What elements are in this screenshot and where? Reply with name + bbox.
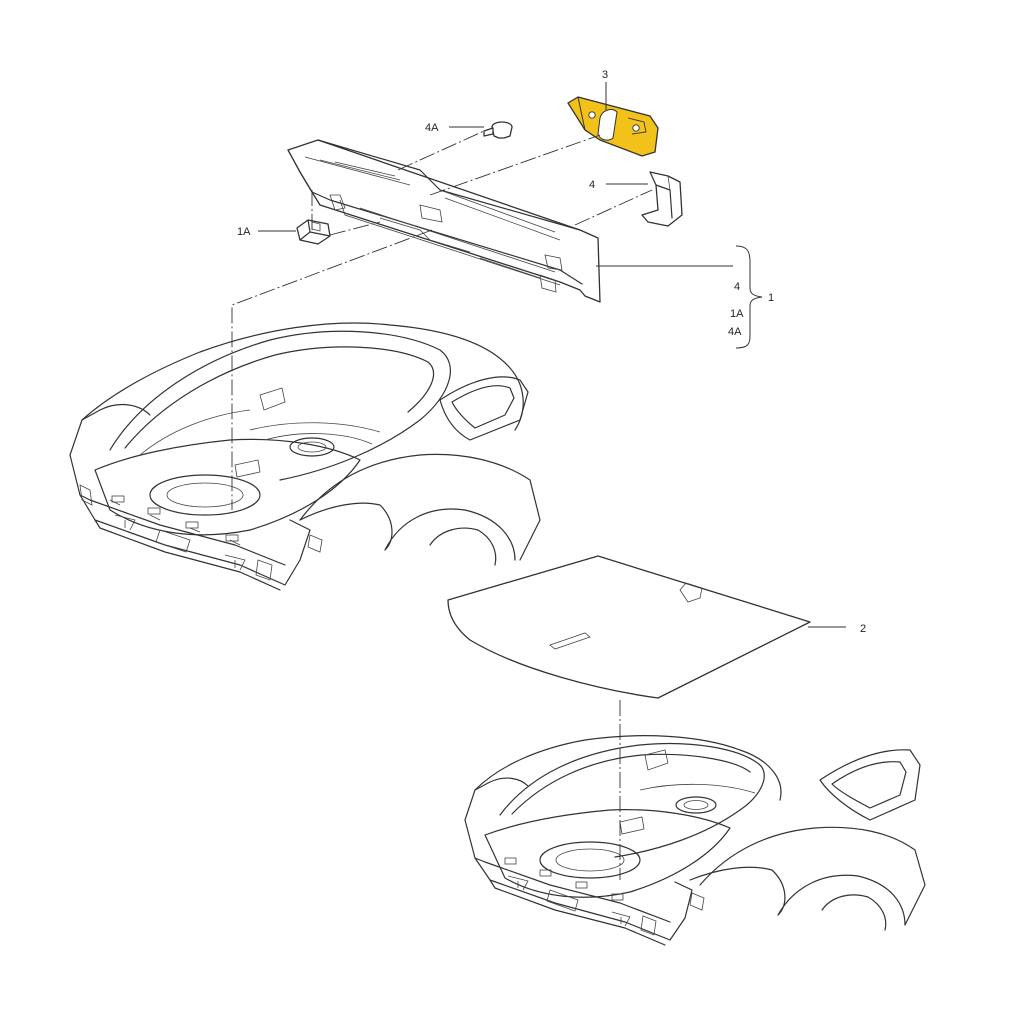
label-3: 3 xyxy=(602,69,608,81)
label-4-side: 4 xyxy=(734,281,740,293)
clip-part-1a xyxy=(296,219,331,245)
label-1: 1 xyxy=(768,292,774,304)
label-4a-side: 4A xyxy=(728,326,742,338)
car-body-top xyxy=(69,322,541,591)
bracket-part-4 xyxy=(641,171,683,227)
assembly-lines xyxy=(231,130,653,880)
leader-lines xyxy=(258,82,846,628)
label-2: 2 xyxy=(860,623,866,635)
rear-trim-panel xyxy=(287,139,601,303)
trunk-floor-cover xyxy=(447,555,811,699)
label-4-bracket: 4 xyxy=(589,179,595,191)
label-4a: 4A xyxy=(425,122,439,134)
callout-labels: 3 4A 4 1A 4 1 1A 4A 2 xyxy=(237,69,866,635)
label-1a-side: 1A xyxy=(730,308,744,320)
screw-part-4a xyxy=(483,121,513,139)
label-1a: 1A xyxy=(237,226,251,238)
car-body-bottom xyxy=(464,735,926,946)
highlighted-bracket-part-3 xyxy=(567,96,659,157)
